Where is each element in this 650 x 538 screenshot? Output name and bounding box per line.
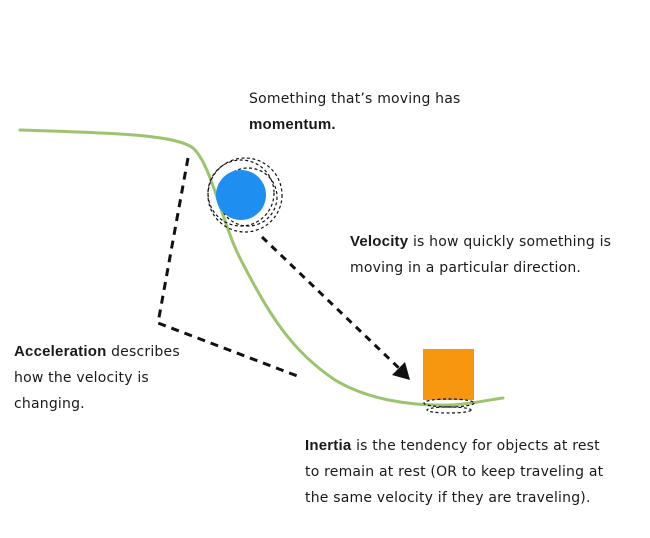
acceleration-term: Acceleration [14, 343, 107, 360]
velocity-arrow [260, 235, 404, 373]
acceleration-label: Acceleration describes how the velocity … [14, 339, 204, 417]
inertia-line1: is the tendency for objects at rest [351, 438, 600, 454]
slope-curve [18, 128, 505, 407]
velocity-line1: is how quickly something is [408, 234, 612, 250]
acceleration-line1: describes [106, 344, 180, 360]
acceleration-line2: how the velocity is [14, 370, 149, 386]
acceleration-line3: changing. [14, 396, 85, 412]
velocity-term: Velocity [350, 233, 409, 250]
acceleration-wedge [156, 157, 301, 379]
inertia-line3: the same velocity if they are traveling)… [305, 490, 591, 506]
rest-rings [423, 398, 475, 414]
box [423, 349, 474, 400]
ball [216, 170, 266, 220]
momentum-term: momentum. [249, 116, 336, 133]
inertia-line2: to remain at rest (OR to keep traveling … [305, 464, 604, 480]
inertia-label: Inertia is the tendency for objects at r… [305, 433, 650, 511]
momentum-label: Something that’s moving has momentum. [249, 86, 549, 138]
velocity-arrowhead [392, 362, 410, 380]
momentum-line1: Something that’s moving has [249, 91, 461, 107]
velocity-label: Velocity is how quickly something is mov… [350, 229, 650, 281]
velocity-line2: moving in a particular direction. [350, 260, 582, 276]
inertia-term: Inertia [305, 437, 352, 454]
